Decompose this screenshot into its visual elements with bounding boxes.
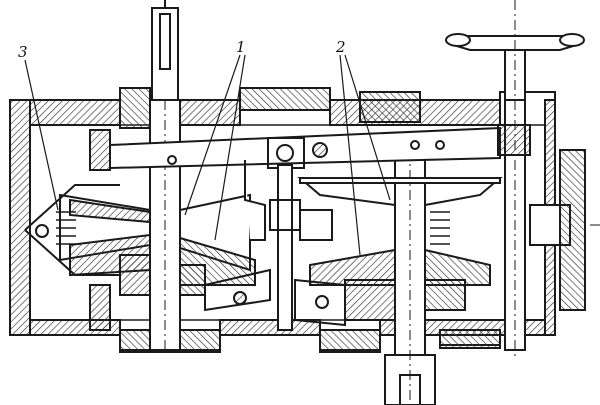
right-spring [430, 211, 450, 245]
label-3: 3 [18, 43, 28, 61]
left-spring [56, 211, 76, 245]
tensioner-link [24, 129, 120, 331]
label-1: 1 [236, 38, 246, 56]
right-pulley-pair [297, 177, 503, 321]
handwheel-assembly [445, 0, 600, 360]
label-2: 2 [335, 38, 346, 56]
leader-lines [24, 54, 391, 256]
input-shaft [149, 0, 181, 351]
central-linkage [204, 160, 346, 331]
left-pulley-pair [59, 193, 256, 296]
